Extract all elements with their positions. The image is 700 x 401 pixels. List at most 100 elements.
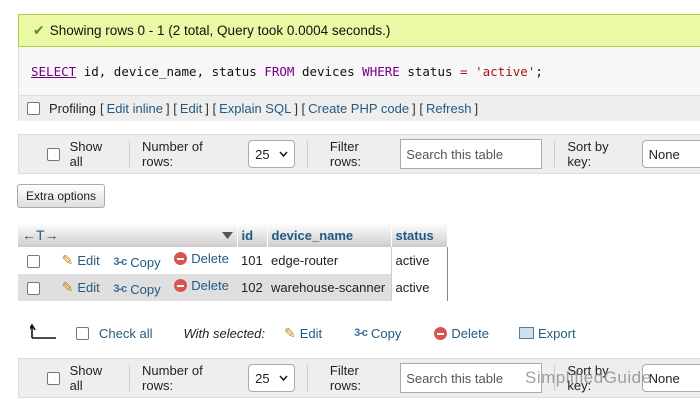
row-delete-button[interactable]: Delete xyxy=(174,278,229,293)
sql-condition-field: status xyxy=(407,64,453,79)
filter-rows-input-bottom[interactable]: Search this table xyxy=(400,363,543,393)
show-all-label-bottom: Show all xyxy=(69,363,103,393)
number-of-rows-value-bottom: 25 xyxy=(255,370,270,386)
edit-link[interactable]: Edit xyxy=(179,101,203,116)
sort-by-key-label-top: Sort by key: xyxy=(567,139,609,169)
row-checkbox[interactable] xyxy=(27,282,40,296)
show-all-checkbox-top[interactable] xyxy=(47,147,60,161)
sort-by-key-select-bottom[interactable]: None xyxy=(641,364,700,392)
pencil-icon: ✎ xyxy=(284,324,296,341)
number-of-rows-select-top[interactable]: 25 xyxy=(248,140,295,168)
check-all-checkbox[interactable] xyxy=(76,326,89,340)
export-icon xyxy=(518,327,534,339)
success-text: Showing rows 0 - 1 (2 total, Query took … xyxy=(49,23,391,38)
row-edit-button[interactable]: ✎Edit xyxy=(62,279,100,296)
explain-sql-link[interactable]: Explain SQL xyxy=(219,101,292,116)
cell-status[interactable]: active xyxy=(390,247,448,274)
watermark: SimplifiedGuide xyxy=(525,368,652,387)
filter-rows-label-top: Filter rows: xyxy=(329,139,361,169)
filter-rows-label-bottom: Filter rows: xyxy=(329,363,361,393)
row-copy-label: Copy xyxy=(130,254,161,270)
sql-operator: = xyxy=(460,64,468,79)
number-of-rows-label-bottom: Number of rows: xyxy=(142,363,203,393)
chevron-down-icon xyxy=(279,375,288,381)
column-arrows[interactable]: ←T→ xyxy=(22,227,59,243)
profiling-checkbox[interactable] xyxy=(27,102,40,115)
column-header-device-name[interactable]: device_name xyxy=(267,223,392,247)
bottom-navigation-bar: Show all Number of rows: 25 Filter rows:… xyxy=(18,358,700,398)
profiling-label: Profiling xyxy=(49,101,96,116)
bulk-edit-label: Edit xyxy=(299,325,323,341)
divider xyxy=(129,141,131,167)
sql-links-bar: Profiling [ Edit inline ] [ Edit ] [ Exp… xyxy=(19,95,700,121)
bulk-copy-label: Copy xyxy=(371,325,402,341)
cell-id[interactable]: 101 xyxy=(237,247,267,274)
chevron-down-icon xyxy=(279,151,288,157)
row-edit-label: Edit xyxy=(77,253,100,269)
cell-status[interactable]: active xyxy=(390,274,448,301)
pencil-icon: ✎ xyxy=(61,252,74,269)
sort-by-key-select-top[interactable]: None xyxy=(641,140,700,168)
filter-rows-input-top[interactable]: Search this table xyxy=(400,139,543,169)
show-all-checkbox-bottom[interactable] xyxy=(47,371,60,385)
number-of-rows-value-top: 25 xyxy=(255,146,270,162)
cell-device-name[interactable]: warehouse-scanner xyxy=(267,274,391,301)
row-copy-label: Copy xyxy=(130,281,161,297)
delete-icon xyxy=(434,326,448,340)
column-header-status[interactable]: status xyxy=(390,223,448,247)
check-icon: ✔ xyxy=(33,22,45,38)
row-edit-label: Edit xyxy=(77,280,100,296)
caret-down-icon[interactable] xyxy=(221,231,233,239)
row-edit-button[interactable]: ✎Edit xyxy=(62,252,100,269)
table-header-row: ←T→ id device_name status xyxy=(18,223,448,247)
number-of-rows-select-bottom[interactable]: 25 xyxy=(248,364,295,392)
refresh-link[interactable]: Refresh xyxy=(425,101,472,116)
sort-by-key-value-top: None xyxy=(648,146,680,162)
delete-icon xyxy=(174,252,188,266)
pencil-icon: ✎ xyxy=(61,279,74,296)
row-delete-button[interactable]: Delete xyxy=(174,251,229,266)
left-edge xyxy=(0,0,10,401)
top-navigation-bar: Show all Number of rows: 25 Filter rows:… xyxy=(18,134,700,174)
check-all-label[interactable]: Check all xyxy=(99,325,153,341)
sql-keyword-from: FROM xyxy=(264,64,295,79)
success-message: ✔ Showing rows 0 - 1 (2 total, Query too… xyxy=(18,14,700,47)
number-of-rows-label-top: Number of rows: xyxy=(142,139,203,169)
bulk-edit-button[interactable]: ✎Edit xyxy=(284,325,322,342)
divider xyxy=(554,365,556,391)
sql-query[interactable]: SELECT id, device_name, status FROM devi… xyxy=(31,64,543,79)
edit-inline-link[interactable]: Edit inline xyxy=(106,101,163,116)
cell-device-name[interactable]: edge-router xyxy=(267,247,391,274)
bulk-delete-button[interactable]: Delete xyxy=(434,326,489,341)
divider xyxy=(306,365,308,391)
divider xyxy=(129,365,131,391)
bulk-delete-label: Delete xyxy=(451,325,489,341)
arrow-up-icon xyxy=(30,323,56,339)
sort-by-key-label-bottom: Sort by key: xyxy=(567,363,609,393)
create-php-code-link[interactable]: Create PHP code xyxy=(308,101,410,116)
show-all-label-top: Show all xyxy=(69,139,103,169)
bulk-export-button[interactable]: Export xyxy=(518,325,576,341)
row-checkbox[interactable] xyxy=(27,255,40,269)
sql-keyword-select[interactable]: SELECT xyxy=(31,64,77,79)
extra-options-button[interactable]: Extra options xyxy=(17,184,106,208)
sort-by-key-value-bottom: None xyxy=(648,370,680,386)
row-delete-label: Delete xyxy=(191,278,229,294)
copy-icon: 3-c xyxy=(113,256,127,269)
sql-table: devices xyxy=(301,64,355,79)
sql-columns: id, device_name, status xyxy=(83,64,257,79)
bulk-export-label: Export xyxy=(537,325,576,341)
cell-id[interactable]: 102 xyxy=(237,274,267,301)
column-header-id[interactable]: id xyxy=(237,223,268,247)
with-selected-label: With selected: xyxy=(183,325,265,341)
sql-terminator: ; xyxy=(535,64,543,79)
divider xyxy=(554,141,556,167)
copy-icon: 3-c xyxy=(354,327,368,339)
